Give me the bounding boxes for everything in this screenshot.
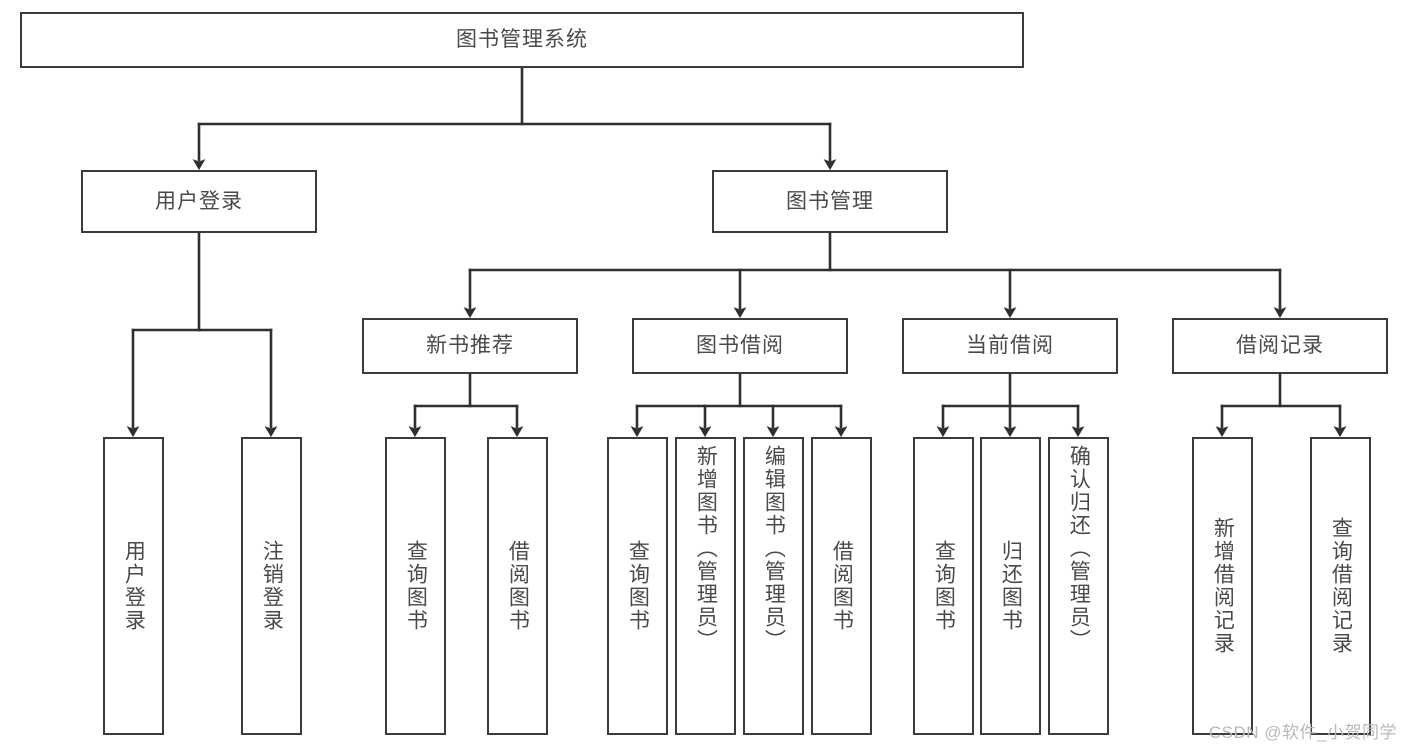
leaf-label: 查询图书 (932, 540, 956, 632)
leaf-label: 查询图书 (626, 540, 650, 632)
leaf-book-borrow-edit-book-admin[interactable]: 编辑图书（管理员） (743, 437, 804, 735)
node-label: 图书借阅 (696, 334, 784, 358)
node-label: 图书管理 (786, 189, 874, 213)
leaf-book-borrow-query-book[interactable]: 查询图书 (607, 437, 668, 735)
leaf-new-book-borrow-book[interactable]: 借阅图书 (487, 437, 548, 735)
node-label: 新书推荐 (426, 334, 514, 358)
leaf-book-borrow-add-book-admin[interactable]: 新增图书（管理员） (675, 437, 736, 735)
leaf-label: 编辑图书（管理员） (762, 445, 786, 652)
leaf-label: 确认归还（管理员） (1067, 445, 1091, 652)
leaf-label: 用户登录 (122, 540, 146, 632)
leaf-label: 新增借阅记录 (1211, 517, 1235, 655)
node-new-book-recommend[interactable]: 新书推荐 (362, 318, 578, 374)
leaf-new-book-query-book[interactable]: 查询图书 (385, 437, 446, 735)
leaf-label: 归还图书 (999, 540, 1023, 632)
leaf-label: 新增图书（管理员） (694, 445, 718, 652)
leaf-borrow-record-query-record[interactable]: 查询借阅记录 (1310, 437, 1371, 735)
leaf-label: 注销登录 (260, 540, 284, 632)
leaf-label: 查询借阅记录 (1329, 517, 1353, 655)
node-book-management[interactable]: 图书管理 (712, 170, 948, 233)
node-borrow-record[interactable]: 借阅记录 (1172, 318, 1388, 374)
node-label: 用户登录 (155, 189, 243, 213)
node-label: 借阅记录 (1236, 334, 1324, 358)
leaf-book-borrow-borrow-book[interactable]: 借阅图书 (811, 437, 872, 735)
node-book-borrow[interactable]: 图书借阅 (632, 318, 848, 374)
leaf-label: 查询图书 (404, 540, 428, 632)
leaf-label: 借阅图书 (830, 540, 854, 632)
node-label: 当前借阅 (966, 334, 1054, 358)
leaf-current-borrow-return-book[interactable]: 归还图书 (980, 437, 1041, 735)
leaf-current-borrow-confirm-return-admin[interactable]: 确认归还（管理员） (1048, 437, 1109, 735)
node-root-book-management-system[interactable]: 图书管理系统 (20, 12, 1024, 68)
leaf-user-login-logout[interactable]: 注销登录 (241, 437, 302, 735)
leaf-user-login-login[interactable]: 用户登录 (103, 437, 164, 735)
node-current-borrow[interactable]: 当前借阅 (902, 318, 1118, 374)
node-label: 图书管理系统 (456, 28, 588, 52)
leaf-label: 借阅图书 (506, 540, 530, 632)
leaf-current-borrow-query-book[interactable]: 查询图书 (913, 437, 974, 735)
watermark-text: CSDN @软件_小贺同学 (1208, 723, 1397, 742)
leaf-borrow-record-add-record[interactable]: 新增借阅记录 (1192, 437, 1253, 735)
node-user-login[interactable]: 用户登录 (81, 170, 317, 233)
